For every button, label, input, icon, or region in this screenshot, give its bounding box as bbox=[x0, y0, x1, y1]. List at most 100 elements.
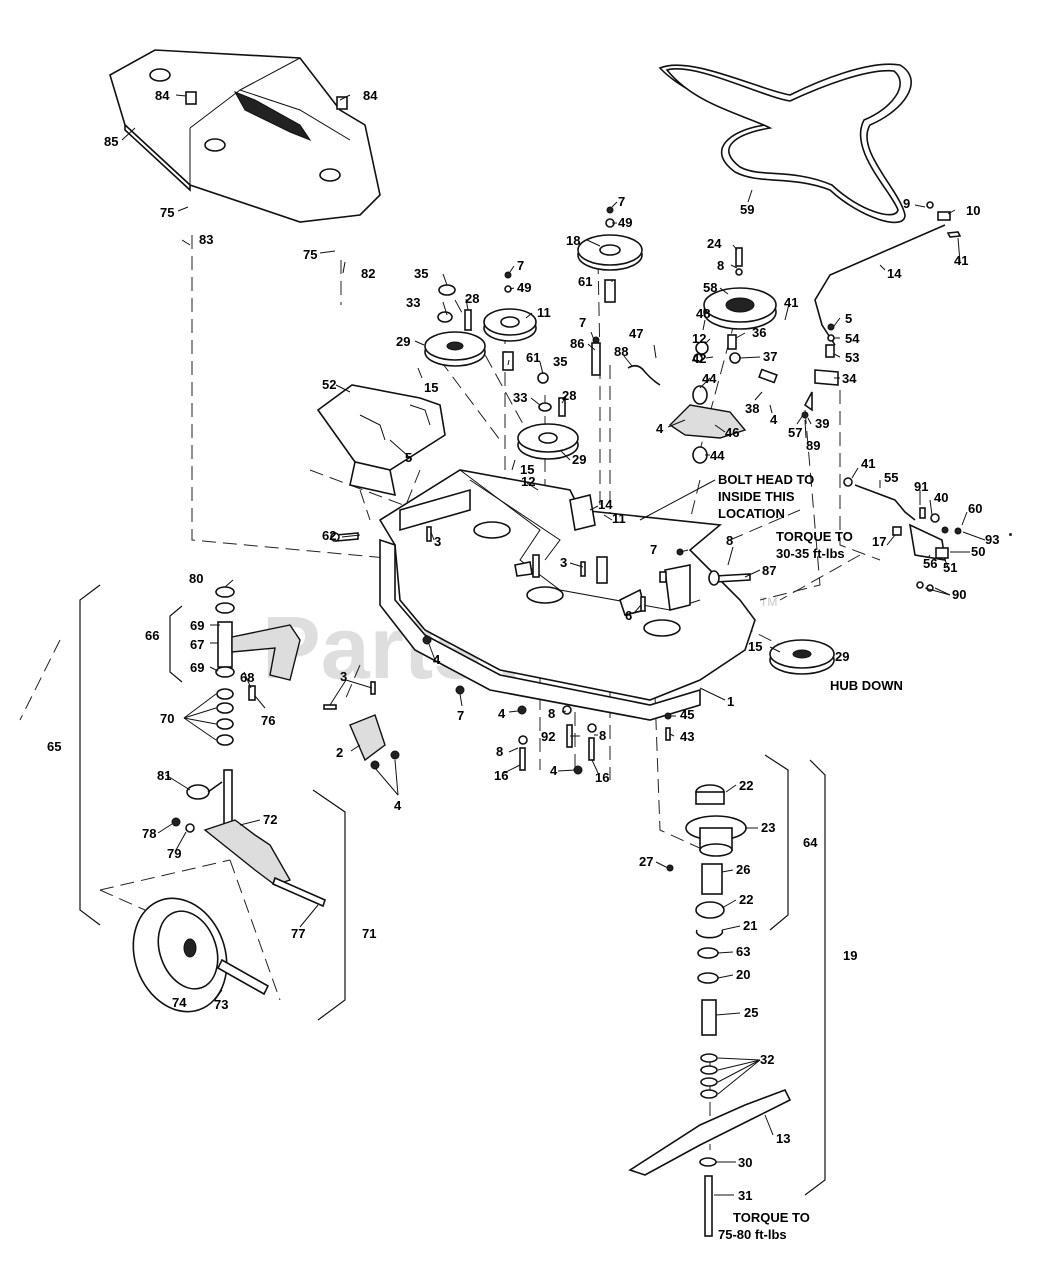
callout-48: 48 bbox=[696, 306, 710, 321]
callout-18: 18 bbox=[566, 233, 580, 248]
callout-26: 26 bbox=[736, 862, 750, 877]
callout-21: 21 bbox=[743, 918, 757, 933]
callout-7: 7 bbox=[618, 194, 625, 209]
callout-30: 30 bbox=[738, 1155, 752, 1170]
callout-83: 83 bbox=[199, 232, 213, 247]
drive-belt bbox=[658, 63, 912, 224]
callout-86: 86 bbox=[570, 336, 584, 351]
watermark-tm: TM bbox=[760, 595, 777, 609]
note-bolt-head-1: BOLT HEAD TO bbox=[718, 472, 814, 487]
callout-58: 58 bbox=[703, 280, 717, 295]
callout-34: 34 bbox=[842, 371, 857, 386]
callout-89: 89 bbox=[806, 438, 820, 453]
callout-40: 40 bbox=[934, 490, 948, 505]
note-torque-blade-1: TORQUE TO bbox=[733, 1210, 810, 1225]
callout-3: 3 bbox=[340, 669, 347, 684]
callout-4: 4 bbox=[433, 652, 441, 667]
callout-11: 11 bbox=[537, 305, 551, 320]
callout-32: 32 bbox=[760, 1052, 774, 1067]
callout-8: 8 bbox=[726, 533, 733, 548]
callout-19: 19 bbox=[843, 948, 857, 963]
callout-15: 15 bbox=[520, 462, 534, 477]
callout-79: 79 bbox=[167, 846, 181, 861]
group-brackets bbox=[79, 584, 826, 1196]
callout-16: 16 bbox=[494, 768, 508, 783]
callout-24: 24 bbox=[707, 236, 722, 251]
callout-53: 53 bbox=[845, 350, 859, 365]
callout-29: 29 bbox=[572, 452, 586, 467]
callout-29: 29 bbox=[835, 649, 849, 664]
callout-5: 5 bbox=[405, 450, 412, 465]
callout-65: 65 bbox=[47, 739, 61, 754]
callout-15: 15 bbox=[748, 639, 762, 654]
callout-67: 67 bbox=[190, 637, 204, 652]
callout-91: 91 bbox=[914, 479, 928, 494]
callout-37: 37 bbox=[763, 349, 777, 364]
callout-44: 44 bbox=[702, 371, 717, 386]
callout-27: 27 bbox=[639, 854, 653, 869]
callout-49: 49 bbox=[618, 215, 632, 230]
callout-4: 4 bbox=[550, 763, 558, 778]
callout-22: 22 bbox=[739, 892, 753, 907]
callout-47: 47 bbox=[629, 326, 643, 341]
callout-4: 4 bbox=[394, 798, 402, 813]
callout-28: 28 bbox=[465, 291, 479, 306]
callout-81: 81 bbox=[157, 768, 171, 783]
callout-74: 74 bbox=[172, 995, 187, 1010]
callout-7: 7 bbox=[457, 708, 464, 723]
callout-3: 3 bbox=[560, 555, 567, 570]
callout-4: 4 bbox=[656, 421, 664, 436]
callout-45: 45 bbox=[680, 707, 694, 722]
deck-cover bbox=[109, 49, 381, 223]
callout-49: 49 bbox=[517, 280, 531, 295]
callout-38: 38 bbox=[745, 401, 759, 416]
callout-60: 60 bbox=[968, 501, 982, 516]
callout-17: 17 bbox=[872, 534, 886, 549]
callout-59: 59 bbox=[740, 202, 754, 217]
note-bolt-head-2: INSIDE THIS bbox=[718, 489, 795, 504]
callout-87: 87 bbox=[762, 563, 776, 578]
idler-bracket bbox=[591, 323, 839, 464]
callout-82: 82 bbox=[361, 266, 375, 281]
callout-39: 39 bbox=[815, 416, 829, 431]
callout-69: 69 bbox=[190, 618, 204, 633]
callout-75: 75 bbox=[160, 205, 174, 220]
callout-7: 7 bbox=[650, 542, 657, 557]
callout-28: 28 bbox=[562, 388, 576, 403]
callout-54: 54 bbox=[845, 331, 860, 346]
note-bolt-head-3: LOCATION bbox=[718, 506, 785, 521]
callout-25: 25 bbox=[744, 1005, 758, 1020]
note-torque-blade-2: 75-80 ft-lbs bbox=[718, 1227, 787, 1242]
notes: BOLT HEAD TO INSIDE THIS LOCATION TORQUE… bbox=[639, 472, 903, 1242]
callout-84: 84 bbox=[155, 88, 170, 103]
callout-6: 6 bbox=[625, 608, 632, 623]
control-rod bbox=[814, 201, 962, 346]
callout-88: 88 bbox=[614, 344, 628, 359]
callout-14: 14 bbox=[598, 497, 613, 512]
callout-29: 29 bbox=[396, 334, 410, 349]
pulleys bbox=[424, 206, 835, 675]
callout-41: 41 bbox=[861, 456, 875, 471]
callout-51: 51 bbox=[943, 560, 957, 575]
callout-16: 16 bbox=[595, 770, 609, 785]
deflector-shield bbox=[316, 384, 446, 497]
callout-9: 9 bbox=[903, 196, 910, 211]
callout-90: 90 bbox=[952, 587, 966, 602]
callout-8: 8 bbox=[496, 744, 503, 759]
callout-63: 63 bbox=[736, 944, 750, 959]
callout-76: 76 bbox=[261, 713, 275, 728]
callout-93: 93 bbox=[985, 532, 999, 547]
callout-43: 43 bbox=[680, 729, 694, 744]
callout-46: 46 bbox=[725, 425, 739, 440]
callout-12: 12 bbox=[521, 474, 535, 489]
callout-72: 72 bbox=[263, 812, 277, 827]
callout-13: 13 bbox=[776, 1131, 790, 1146]
callout-41: 41 bbox=[784, 295, 798, 310]
callout-50: 50 bbox=[971, 544, 985, 559]
hardware bbox=[323, 526, 1012, 775]
callout-15: 15 bbox=[424, 380, 438, 395]
callout-44: 44 bbox=[710, 448, 725, 463]
note-torque-deck-1: TORQUE TO bbox=[776, 529, 853, 544]
callout-36: 36 bbox=[752, 325, 766, 340]
